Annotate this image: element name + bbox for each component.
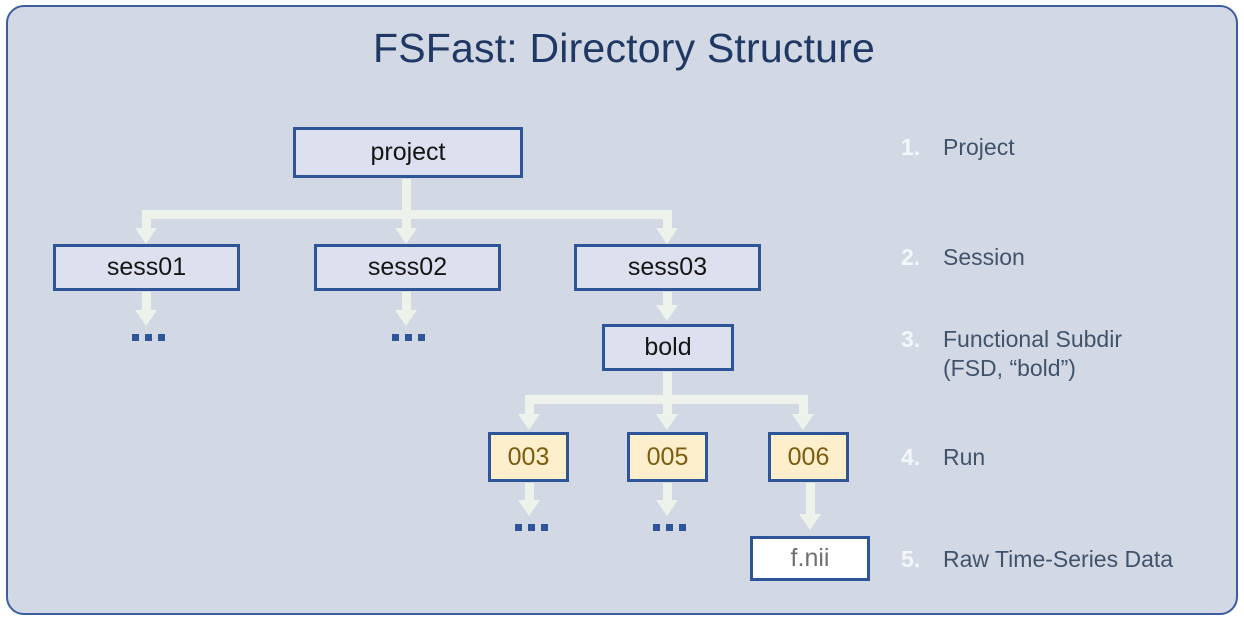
ellipsis-dot: [392, 334, 399, 341]
ellipsis-dot: [528, 524, 535, 531]
legend-label: Project: [943, 134, 1015, 160]
legend-number: 2.: [901, 244, 921, 270]
node-project[interactable]: project: [293, 127, 523, 178]
node-sess01-label: sess01: [106, 253, 187, 281]
node-run-006-label: 006: [787, 442, 830, 471]
arrowhead-file: [799, 514, 821, 530]
node-sess03[interactable]: sess03: [574, 244, 761, 291]
arrowhead-run005: [656, 414, 678, 430]
connector-project-stem: [402, 179, 411, 211]
node-project-label: project: [370, 138, 446, 166]
arrowhead-bold: [656, 305, 678, 321]
legend-number: 3.: [901, 326, 921, 352]
slide-frame: FSFast: Directory Structure project sess…: [6, 5, 1238, 615]
connector-run005-ellipsis: [663, 483, 672, 501]
connector-sess03-drop: [663, 210, 672, 229]
legend-number: 5.: [901, 546, 921, 572]
node-run-005-label: 005: [646, 442, 689, 471]
legend-number: 1.: [901, 134, 921, 160]
connector-sess02-drop: [402, 210, 411, 229]
legend-item-run: 4. Run: [901, 443, 985, 472]
legend-item-project: 1. Project: [901, 133, 1015, 162]
arrowhead-run003: [518, 414, 540, 430]
ellipsis-dot: [515, 524, 522, 531]
legend-number: 4.: [901, 444, 921, 470]
legend-item-fsd: 3. Functional Subdir (FSD, “bold”): [901, 325, 1122, 384]
ellipsis-run003: [515, 524, 548, 531]
ellipsis-dot: [405, 334, 412, 341]
node-bold-label: bold: [644, 333, 692, 361]
connector-run003-ellipsis: [525, 483, 534, 501]
node-bold[interactable]: bold: [602, 324, 734, 371]
node-run-005[interactable]: 005: [627, 432, 708, 482]
node-sess02-label: sess02: [367, 253, 448, 281]
ellipsis-dot: [158, 334, 165, 341]
ellipsis-dot: [145, 334, 152, 341]
connector-run006-drop: [799, 395, 808, 414]
connector-run005-drop: [663, 395, 672, 414]
node-file-fnii[interactable]: f.nii: [750, 536, 870, 581]
arrowhead-sess01: [135, 228, 157, 244]
ellipsis-dot: [132, 334, 139, 341]
arrowhead-sess01-ellipsis: [135, 310, 157, 326]
legend-item-session: 2. Session: [901, 243, 1025, 272]
arrowhead-sess02-ellipsis: [395, 310, 417, 326]
connector-run006-file: [806, 483, 815, 515]
node-sess01[interactable]: sess01: [53, 244, 240, 291]
connector-sess01-drop: [142, 210, 151, 229]
ellipsis-dot: [418, 334, 425, 341]
node-file-fnii-label: f.nii: [790, 544, 830, 572]
legend-label: Run: [943, 444, 986, 470]
ellipsis-sess02: [392, 334, 425, 341]
node-run-003[interactable]: 003: [488, 432, 569, 482]
arrowhead-sess02: [395, 228, 417, 244]
ellipsis-dot: [666, 524, 673, 531]
arrowhead-sess03: [656, 228, 678, 244]
legend-label: Session: [943, 244, 1025, 270]
node-sess03-label: sess03: [627, 253, 708, 281]
ellipsis-dot: [541, 524, 548, 531]
node-run-006[interactable]: 006: [768, 432, 849, 482]
connector-run003-drop: [525, 395, 534, 414]
arrowhead-run005-ellipsis: [656, 500, 678, 516]
node-sess02[interactable]: sess02: [314, 244, 501, 291]
arrowhead-run003-ellipsis: [518, 500, 540, 516]
ellipsis-dot: [679, 524, 686, 531]
arrowhead-run006: [792, 414, 814, 430]
node-run-003-label: 003: [507, 442, 550, 471]
ellipsis-dot: [653, 524, 660, 531]
ellipsis-sess01: [132, 334, 165, 341]
ellipsis-run005: [653, 524, 686, 531]
connector-bold-stem: [663, 372, 672, 399]
legend-item-raw-data: 5. Raw Time-Series Data: [901, 545, 1173, 574]
connector-sess01-ellipsis: [142, 292, 151, 311]
legend-label: Functional Subdir (FSD, “bold”): [943, 326, 1122, 382]
legend-label: Raw Time-Series Data: [943, 546, 1174, 572]
page-title: FSFast: Directory Structure: [372, 25, 876, 71]
connector-sess02-ellipsis: [402, 292, 411, 311]
connector-sess03-bold: [663, 292, 672, 306]
